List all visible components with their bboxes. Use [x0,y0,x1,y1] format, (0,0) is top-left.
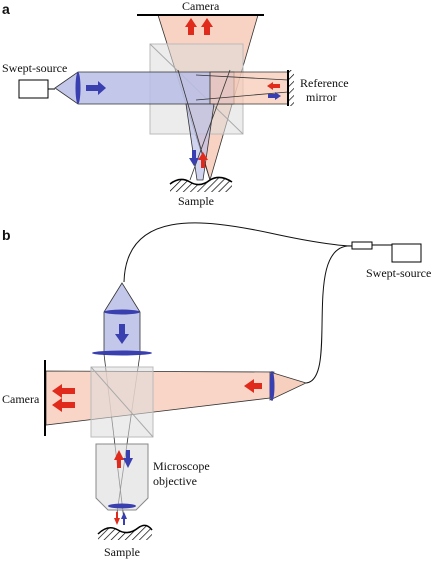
source-label-b: Swept-source [366,266,431,280]
panel-b: b Swept-source Camera [2,222,431,559]
arrow-icon [52,398,75,412]
optical-fiber [123,222,353,283]
panel-a-label: a [2,1,10,17]
arrow-icon [86,81,106,95]
hatched-surface-icon [170,177,232,192]
lens-icon [92,350,152,356]
objective-label-line1: Microscope [153,459,210,473]
arrow-icon [244,379,262,393]
sample-label-b: Sample [104,545,140,559]
reference-label-line2: mirror [306,90,337,104]
microscope-objective [95,443,149,511]
reference-arm-beam [45,370,275,426]
sample-label-a: Sample [178,194,214,208]
arrow-icon [201,18,213,35]
lens-icon [269,371,275,401]
swept-source-box-b [391,243,422,263]
arrow-icon [121,512,127,525]
arrow-icon [185,18,197,35]
panel-a: a Camera Swept-source [2,0,349,208]
reference-label-line1: Reference [300,76,349,90]
fiber-coupler-icon [351,241,373,250]
lens-icon [108,503,136,509]
camera-label-a: Camera [182,0,220,13]
arrow-icon [115,324,129,344]
arrow-icon [52,384,75,398]
arrow-icon [268,92,281,100]
arrow-icon [198,152,208,168]
arrow-icon [189,150,199,166]
hatched-surface-icon [98,525,152,540]
arrow-icon [267,82,280,90]
camera-label-b: Camera [2,392,40,406]
arrow-icon [123,450,133,468]
swept-source-box [18,79,49,99]
optical-fiber [305,245,353,384]
splitter-diagonal [90,366,154,438]
lens-icon [75,72,81,104]
source-label-a: Swept-source [2,61,67,75]
lens-icon [104,309,140,315]
objective-label-line2: objective [153,474,197,488]
hatched-surface-icon [289,70,294,106]
arrow-icon [114,450,124,468]
reference-arm-beam-right [269,371,308,401]
arrow-icon [114,512,120,525]
reference-ray [195,91,289,101]
panel-b-label: b [2,227,11,243]
reference-ray [195,74,289,81]
